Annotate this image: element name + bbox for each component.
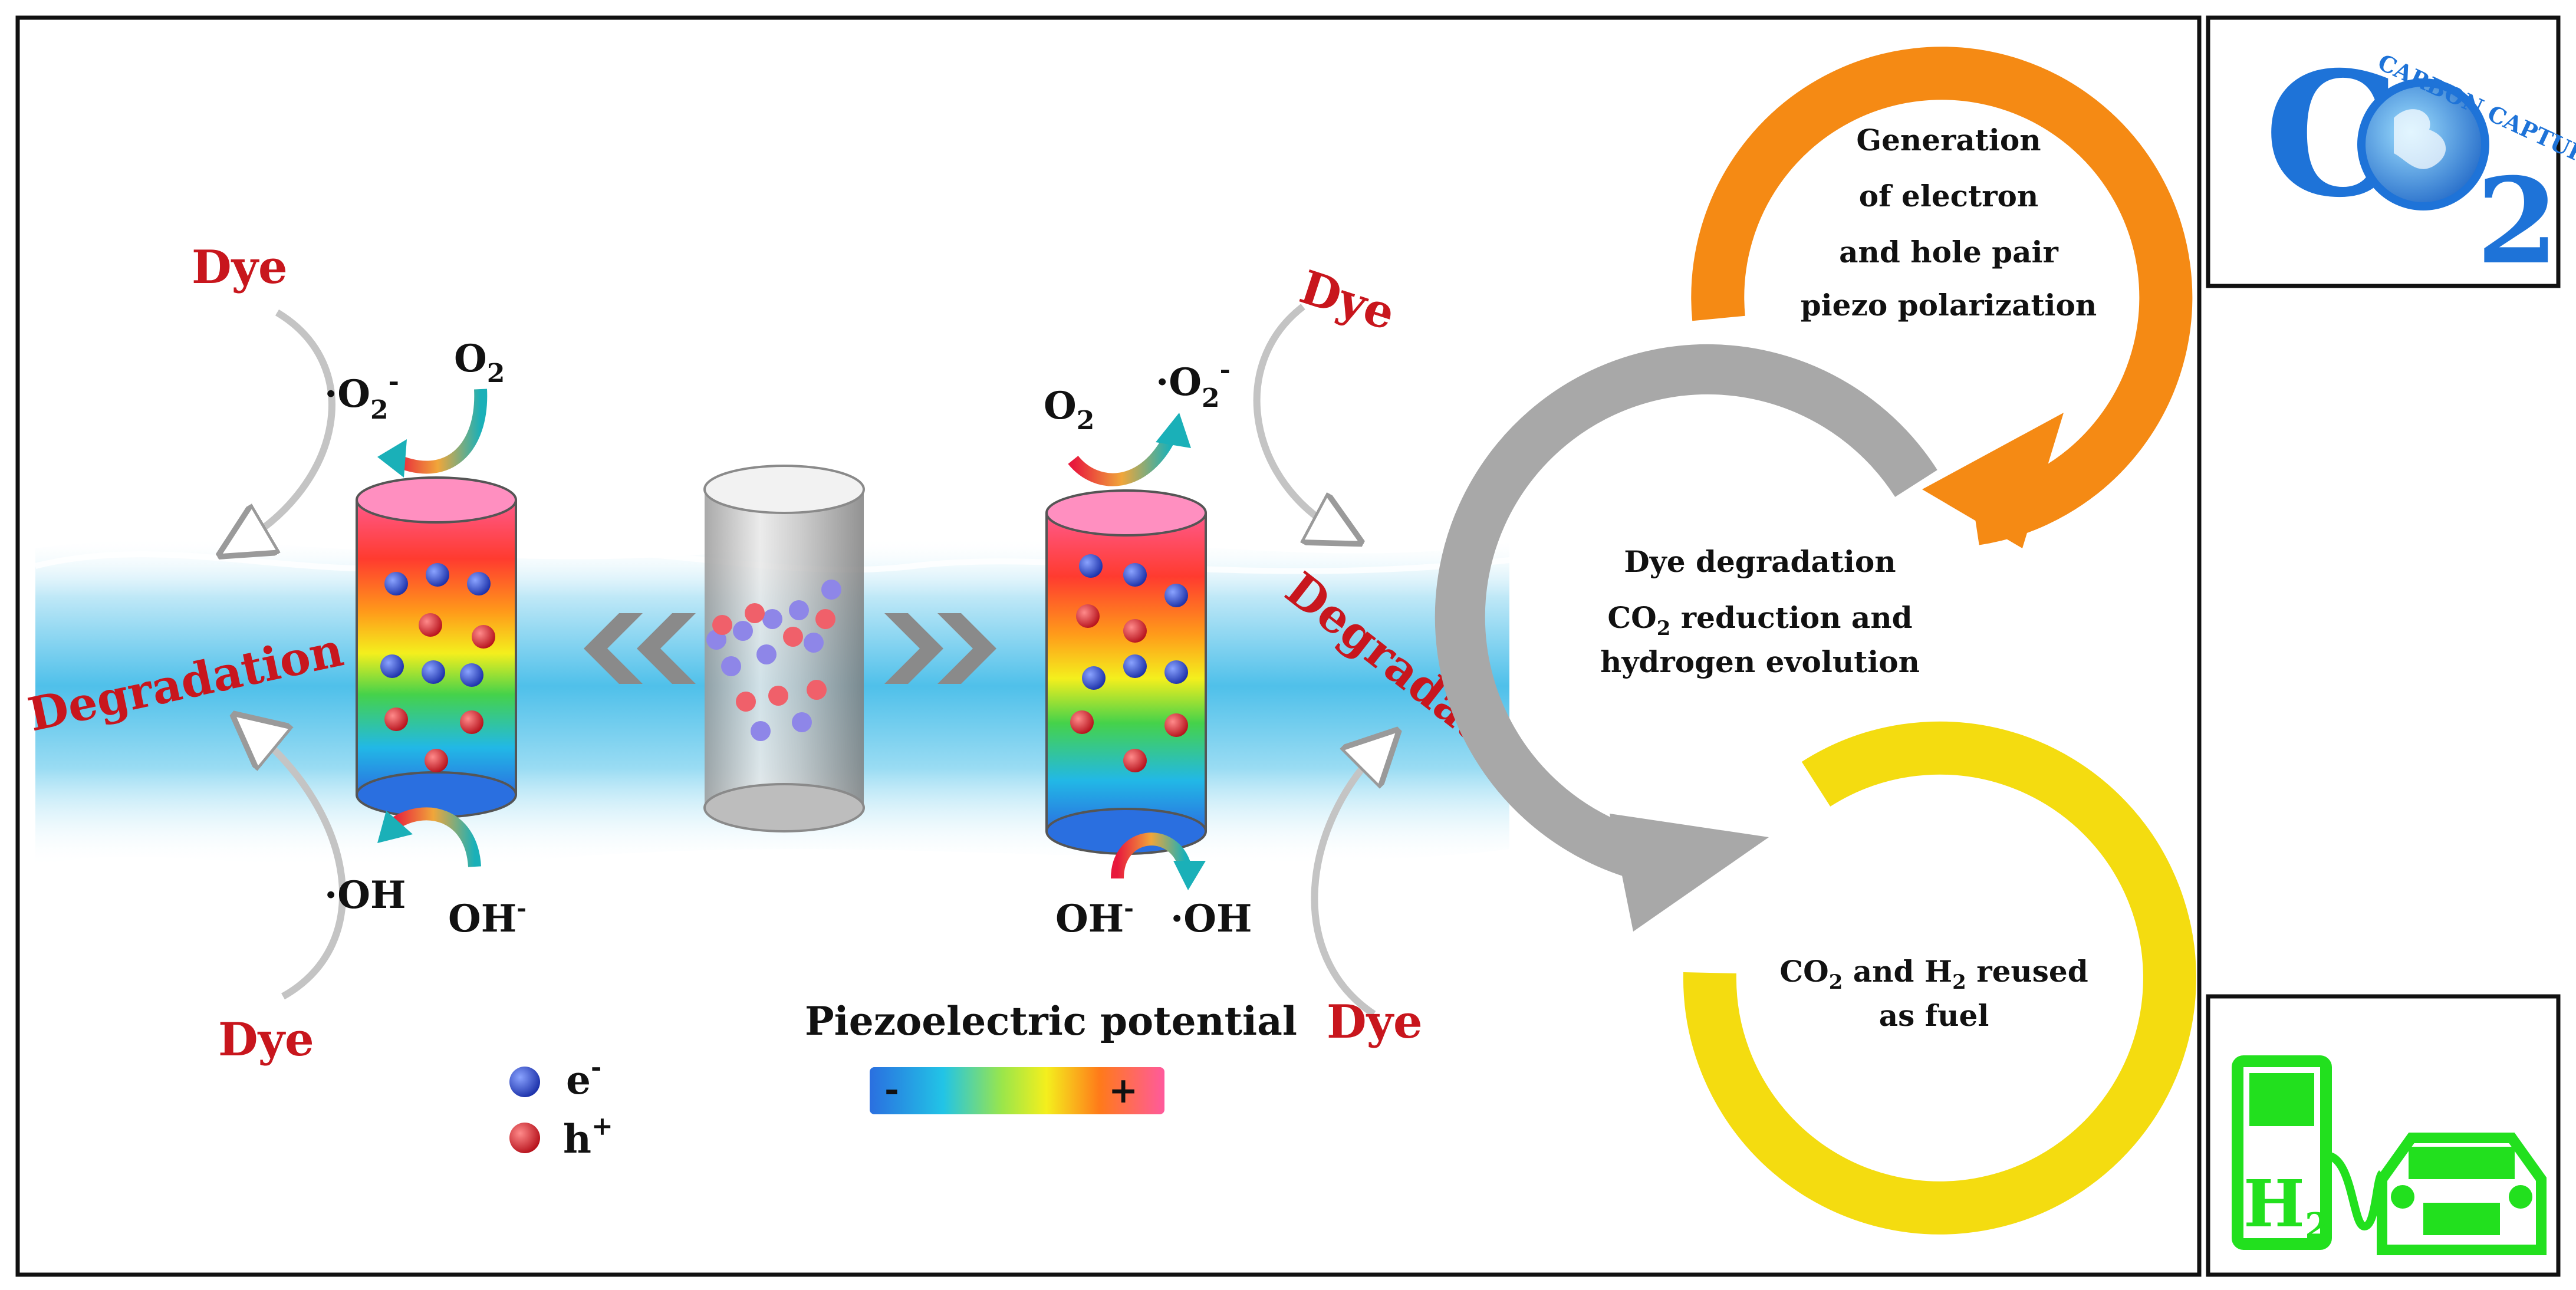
left-charges bbox=[380, 563, 495, 772]
right-o2-arrowhead bbox=[1156, 413, 1191, 448]
electron-dot bbox=[1123, 563, 1147, 587]
left-superoxide-label: ·O2- bbox=[324, 367, 399, 425]
electron-dot bbox=[821, 580, 841, 600]
left-oxygen-label: O2 bbox=[454, 337, 505, 389]
left-o2-arrow bbox=[392, 389, 488, 474]
hole-dot bbox=[472, 625, 495, 649]
cycle-orange-arc bbox=[1691, 47, 2193, 545]
left-dye-bottom-arrow bbox=[254, 731, 346, 1000]
hole-dot bbox=[384, 707, 408, 731]
h2-fuel-car-icon: H2 bbox=[2232, 1055, 2547, 1255]
electron-dot bbox=[422, 660, 445, 684]
left-dye-top-label: Dye bbox=[192, 241, 288, 294]
hole-dot bbox=[425, 749, 448, 772]
electron-dot bbox=[792, 712, 812, 732]
co2-logo-subscript: 2 bbox=[2476, 152, 2558, 291]
hole-dot bbox=[1070, 710, 1094, 734]
cycle-step3-line2: as fuel bbox=[1879, 998, 1989, 1033]
left-dye-bottom-label: Dye bbox=[218, 1013, 314, 1067]
left-piezo-cylinder bbox=[356, 476, 517, 818]
electron-dot bbox=[1164, 584, 1188, 607]
piezo-potential-bar bbox=[870, 1067, 1164, 1114]
cycle-step3-line1: CO2 and H2 reused bbox=[1779, 954, 2088, 994]
electron-dot bbox=[1079, 554, 1103, 578]
legend-hole-dot bbox=[509, 1123, 540, 1153]
hole-dot bbox=[783, 627, 803, 647]
hole-dot bbox=[1164, 713, 1188, 737]
hole-dot bbox=[815, 609, 835, 629]
legend-hole-label: h+ bbox=[563, 1111, 613, 1162]
piezo-potential-title: Piezoelectric potential bbox=[805, 998, 1297, 1044]
compress-chevrons-right bbox=[884, 613, 996, 684]
hole-dot bbox=[712, 615, 732, 635]
left-oh-arrow bbox=[388, 807, 481, 867]
right-oh-arrow bbox=[1111, 832, 1192, 879]
electron-dot bbox=[384, 572, 408, 595]
electron-dot bbox=[467, 572, 491, 595]
electron-dot bbox=[789, 600, 809, 620]
electron-dot bbox=[460, 663, 483, 687]
hole-dot bbox=[1123, 619, 1147, 643]
electron-dot bbox=[380, 654, 404, 678]
h2-label: H2 bbox=[2243, 1166, 2330, 1247]
cycle-step2-line2: CO2 reduction and bbox=[1607, 600, 1912, 640]
mixed-charges bbox=[706, 580, 841, 741]
hole-dot bbox=[807, 680, 827, 700]
left-hydroxyl-label: ·OH bbox=[324, 873, 406, 917]
right-hydroxide-label: OH- bbox=[1055, 894, 1134, 941]
cycle-step2-line3: hydrogen evolution bbox=[1600, 644, 1920, 679]
hole-dot bbox=[768, 686, 788, 706]
piezo-plus-label: + bbox=[1108, 1070, 1138, 1111]
cycle-step1-line1: Generation bbox=[1856, 123, 2041, 157]
right-dye-bottom-label: Dye bbox=[1327, 995, 1423, 1049]
electron-dot bbox=[1164, 660, 1188, 684]
cycle-yellow-arc bbox=[1683, 721, 2196, 1235]
right-dye-top-arrow bbox=[1253, 304, 1338, 531]
electron-dot bbox=[426, 563, 449, 587]
legend-electron-dot bbox=[509, 1067, 540, 1097]
compress-chevrons-left bbox=[584, 613, 696, 684]
cycle-step2-line1: Dye degradation bbox=[1624, 544, 1896, 579]
electron-dot bbox=[762, 609, 782, 629]
left-hydroxide-label: OH- bbox=[448, 894, 527, 941]
hole-dot bbox=[736, 692, 756, 712]
right-o2-arrow bbox=[1068, 433, 1176, 486]
globe-continents bbox=[2394, 109, 2446, 169]
cycle-step1-line3: and hole pair bbox=[1839, 235, 2058, 269]
right-dye-bottom-arrow bbox=[1311, 749, 1380, 1017]
hole-dot bbox=[1076, 604, 1100, 628]
neutral-cylinder bbox=[703, 465, 865, 832]
right-superoxide-label: ·O2- bbox=[1156, 355, 1231, 413]
left-dye-top-arrow bbox=[242, 309, 335, 542]
cycle-step1-line4: piezo polarization bbox=[1801, 288, 2097, 322]
right-hydroxyl-label: ·OH bbox=[1170, 897, 1252, 941]
cycle-step1-line2: of electron bbox=[1859, 179, 2038, 213]
hole-dot bbox=[460, 710, 483, 734]
electron-dot bbox=[733, 621, 753, 641]
left-oh-arrowhead bbox=[377, 811, 413, 843]
legend-electron-label: e- bbox=[566, 1052, 601, 1103]
cycle-gray-arc bbox=[1435, 344, 1937, 879]
piezo-minus-label: - bbox=[884, 1069, 899, 1110]
electron-dot bbox=[1082, 666, 1106, 690]
right-oh-arrowhead bbox=[1173, 861, 1206, 890]
cycle-gray-arrowhead bbox=[1610, 814, 1769, 932]
left-o2-arrowhead bbox=[377, 439, 407, 478]
electron-dot bbox=[756, 644, 777, 664]
cycle-orange-arrowhead bbox=[1922, 413, 2064, 548]
electron-dot bbox=[1123, 654, 1147, 678]
electron-dot bbox=[721, 656, 741, 676]
electron-dot bbox=[751, 721, 771, 741]
hole-dot bbox=[419, 613, 442, 637]
right-charges bbox=[1070, 554, 1188, 772]
hole-dot bbox=[1123, 749, 1147, 772]
right-oxygen-label: O2 bbox=[1044, 384, 1094, 436]
hole-dot bbox=[745, 603, 765, 623]
electron-dot bbox=[804, 633, 824, 653]
